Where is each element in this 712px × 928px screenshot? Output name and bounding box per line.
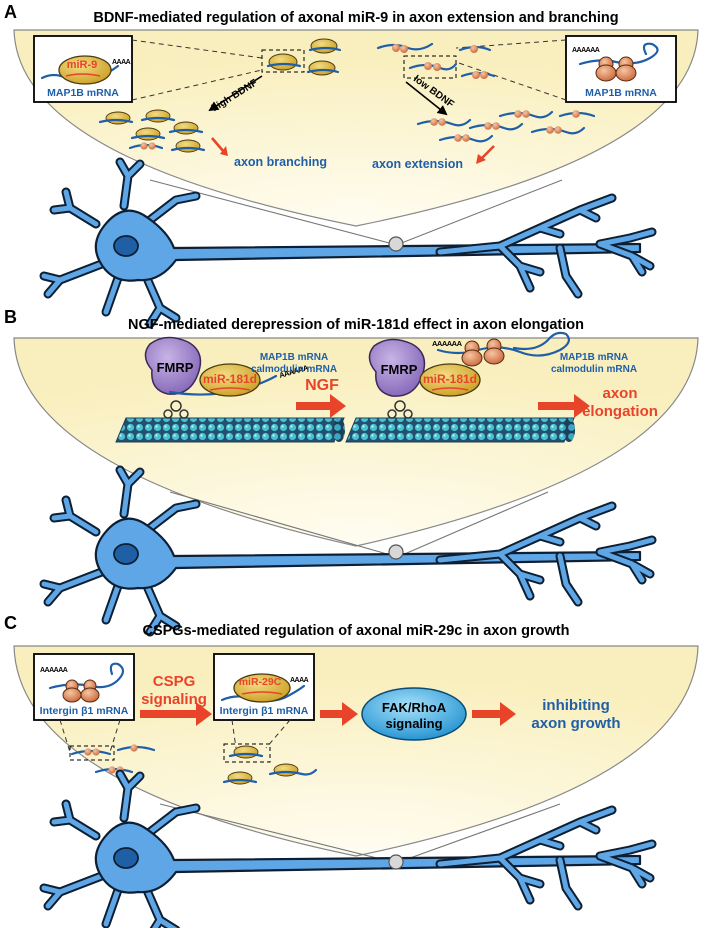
panel-a-rna-pool	[261, 38, 496, 79]
panel-c-arrow-to-outcome	[472, 702, 516, 726]
panel-b-outcome-line1: axon	[602, 385, 637, 402]
panel-c-inset-mid: miR-29C AAAA Intergin β1 mRNA	[213, 653, 315, 721]
panel-a-inset-left-polya: AAAA	[112, 59, 131, 66]
panel-c-outcome-line2: axon growth	[531, 715, 620, 732]
panel-a-inset-left: miR-9 AAAA MAP1B mRNA	[33, 35, 133, 103]
panel-a-title: BDNF-mediated regulation of axonal miR-9…	[93, 10, 618, 26]
panel-b-polya-right: AAAAAA	[432, 339, 463, 348]
panel-a-inset-left-mirna: miR-9	[67, 59, 98, 71]
panel-c-pathway-node: FAK/RhoA signaling	[361, 687, 467, 741]
panel-b-mirna-left: miR-181d	[203, 372, 257, 386]
panel-b-microtubule-right	[345, 417, 575, 443]
panel-b-microtubule-left	[115, 417, 345, 443]
panel-c-inset-mid-polya: AAAA	[290, 677, 309, 684]
panel-a-inset-right-mrna: MAP1B mRNA	[585, 87, 657, 99]
panel-c-title: CSPGs-mediated regulation of axonal miR-…	[142, 623, 569, 639]
panel-c-pathway-line2: signaling	[385, 716, 442, 731]
panel-b-title: NGF-mediated derepression of miR-181d ef…	[128, 317, 584, 333]
panel-c-outcome-line1: inhibiting	[542, 697, 609, 714]
panel-b-complex-right: FMRP miR-181d AAAAAA	[368, 331, 570, 419]
panel-b-mrna-left-line1: MAP1B mRNA	[260, 352, 328, 363]
panel-b-fmrp-right: FMRP	[381, 362, 418, 377]
panel-b-zoom-marker	[388, 544, 404, 560]
panel-c-inset-left: AAAAAA Intergin β1 mRNA	[33, 653, 135, 721]
panel-c-cspg-arrow	[140, 702, 212, 726]
panel-c-inset-left-mrna: Intergin β1 mRNA	[40, 705, 129, 717]
panel-b-fmrp-left: FMRP	[157, 360, 194, 375]
panel-b-mrna-right-line1: MAP1B mRNA	[560, 352, 628, 363]
panel-b-mrna-right-line2: calmodulin mRNA	[551, 364, 637, 375]
panel-a-inset-left-mrna: MAP1B mRNA	[47, 87, 119, 99]
panel-b-stimulus: NGF	[305, 377, 339, 394]
panel-c-zoom-marker	[388, 854, 404, 870]
panel-a-outcome-left: axon branching	[234, 155, 327, 169]
panel-b: B NGF-mediated derepression of miR-181d …	[4, 307, 699, 632]
panel-b-outcome-arrow	[538, 394, 590, 418]
panel-a-zoom-marker	[388, 236, 404, 252]
panel-b-mrna-left-line2: calmodulin mRNA	[251, 364, 337, 375]
panel-b-letter: B	[4, 307, 17, 327]
panel-c-inset-mid-mrna: Intergin β1 mRNA	[220, 705, 309, 717]
panel-a-outcome-right: axon extension	[372, 157, 463, 171]
panel-a-inset-right-polya: AAAAAA	[572, 47, 600, 54]
panel-a-inset-right: AAAAAA MAP1B mRNA	[565, 35, 677, 103]
panel-c-pathway-line1: FAK/RhoA	[382, 700, 447, 715]
panel-c: C CSPGs-mediated regulation of axonal mi…	[4, 613, 699, 928]
panel-c-inset-left-polya: AAAAAA	[40, 667, 68, 674]
panel-b-mirna-right: miR-181d	[423, 372, 477, 386]
panel-a: A BDNF-mediated regulation of axonal miR…	[4, 2, 699, 324]
panel-c-inset-mid-mirna: miR-29C	[239, 676, 282, 688]
panel-a-letter: A	[4, 2, 17, 22]
panel-c-arrow-to-pathway	[320, 702, 358, 726]
panel-c-letter: C	[4, 613, 17, 633]
panel-a-cluster-left	[98, 109, 206, 153]
panel-c-signal-line1: CSPG	[153, 673, 196, 690]
panel-b-outcome-line2: elongation	[582, 403, 658, 420]
panel-b-ngf-arrow	[296, 394, 346, 418]
panel-a-cluster-right	[416, 110, 596, 143]
panel-c-signal-line2: signaling	[141, 691, 207, 708]
panel-c-bowl	[13, 645, 699, 857]
